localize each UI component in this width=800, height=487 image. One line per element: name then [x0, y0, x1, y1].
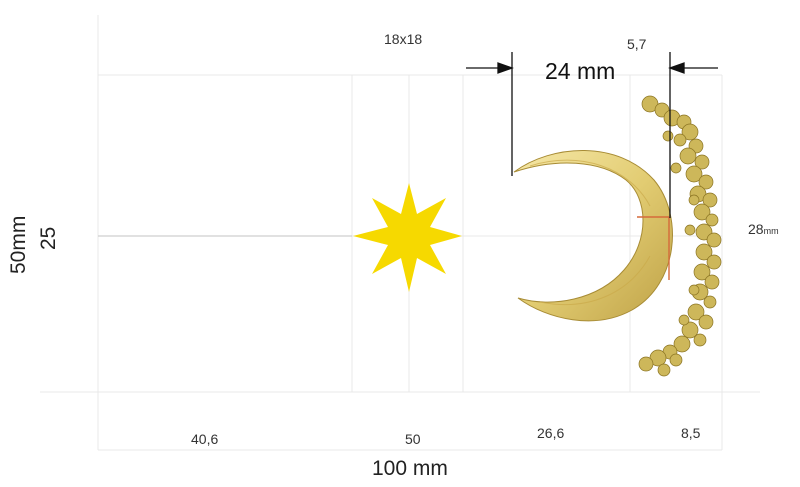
- crescent-width-label: 24 mm: [545, 58, 616, 84]
- dimension-arrows: [466, 52, 718, 218]
- segment-b-label: 50: [405, 431, 421, 447]
- total-height-label: 50mm: [7, 215, 30, 274]
- center-height-label: 25: [37, 226, 60, 250]
- ornamental-border-icon: [638, 95, 722, 377]
- right-height-unit: mm: [763, 226, 779, 236]
- segment-d-label: 8,5: [681, 425, 701, 441]
- eight-point-star-icon: [353, 183, 462, 292]
- segment-a-label: 40,6: [191, 431, 219, 447]
- measure-highlight: [637, 216, 670, 280]
- guide-lines: [40, 15, 760, 451]
- right-height-label: 28mm: [748, 222, 779, 236]
- crescent-moon-icon: [513, 150, 673, 322]
- right-height-value: 28: [748, 221, 764, 237]
- total-width-label: 100 mm: [372, 457, 448, 480]
- segment-c-label: 26,6: [537, 425, 565, 441]
- star-size-label: 18x18: [384, 31, 423, 47]
- gap-width-label: 5,7: [627, 36, 647, 52]
